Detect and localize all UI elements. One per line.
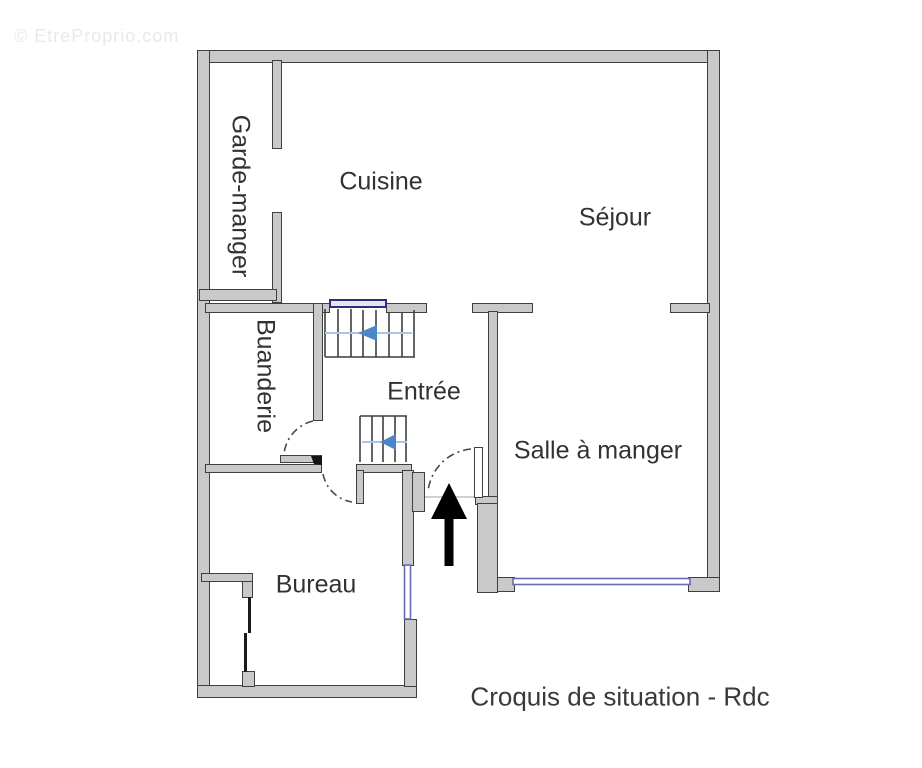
wall-garde-manger-lower [272,212,282,303]
window-bureau [403,564,412,620]
room-label-salle-a-manger: Salle à manger [513,436,683,465]
buanderie-door-hinge [311,456,322,465]
door-arc-bureau [322,473,353,503]
wall-salle-t-cap [472,303,533,313]
room-label-sejour: Séjour [578,203,652,232]
watermark: © EtreProprio.com [14,26,180,46]
wall-closet-stub-lower [242,671,255,687]
wall-garde-manger-bottom [199,289,277,301]
stair-main-direction-arrow-icon [358,325,377,341]
wall-garde-manger-upper [272,60,282,149]
door-swing-arcs [283,420,472,503]
room-label-bureau: Bureau [275,570,357,599]
wall-lower-mid-left [205,464,322,473]
wall-sejour-salle-divider [670,303,710,313]
room-label-buanderie: Buanderie [251,319,280,433]
wall-entry-right-lower [477,503,498,593]
room-label-cuisine: Cuisine [339,167,423,196]
bureau-door-leaf [356,470,364,504]
staircase-main [324,299,415,358]
entry-door-leaf [474,447,483,498]
wall-buanderie-right [313,303,323,421]
wall-entry-left-jamb [412,472,425,512]
wall-closet-stub-upper [242,581,253,598]
wall-closet-top [201,573,253,582]
room-label-garde-manger: Garde-manger [226,114,255,278]
stair-entry-direction-arrow-icon [380,434,396,450]
room-label-entree: Entrée [387,377,461,406]
door-arc-entry [427,448,472,492]
plan-caption: Croquis de situation - Rdc [470,681,770,712]
closet-partition-lines [244,597,251,672]
staircase-entry [359,415,407,462]
door-arc-buanderie [283,420,314,455]
stair-guard-rail [329,299,387,308]
wall-bureau-bottom [197,685,417,698]
window-salle-a-manger [512,577,691,586]
entrance-arrow-icon [431,483,467,566]
wall-lower-mid-right [356,464,412,473]
